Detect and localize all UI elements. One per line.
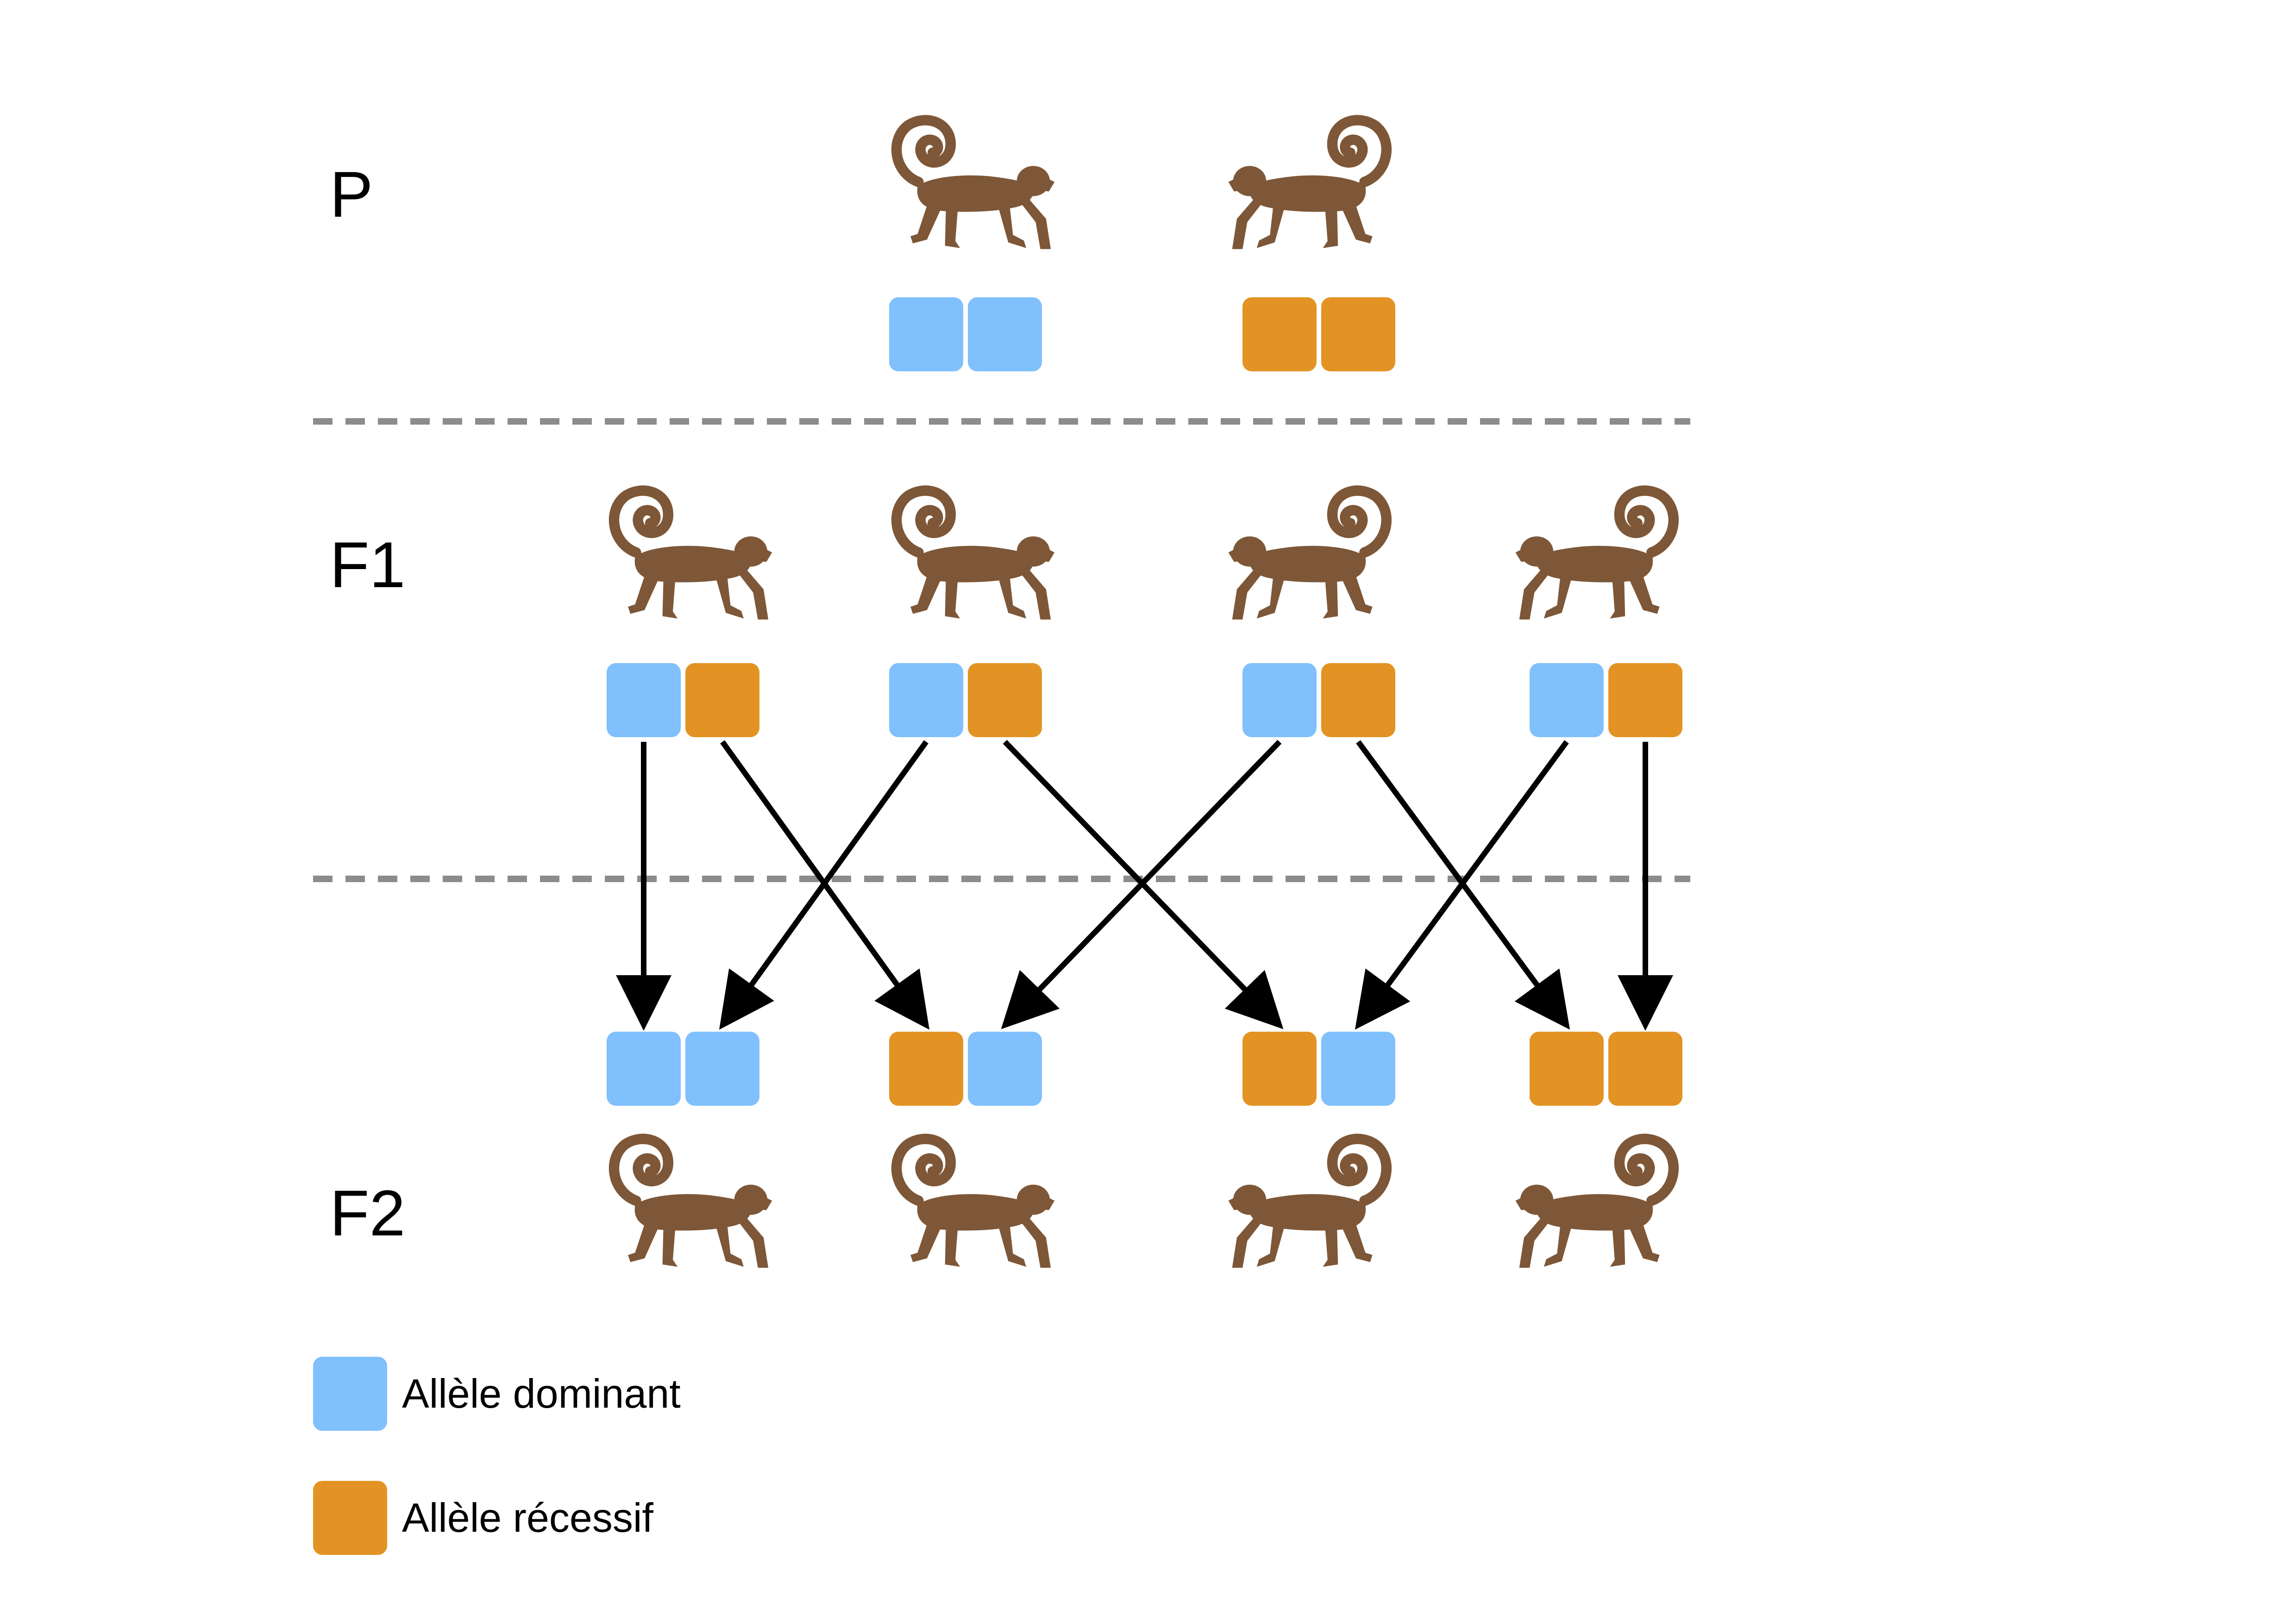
- monkey-icon: [614, 1139, 772, 1267]
- monkey-icon: [614, 490, 772, 619]
- allele-recessive-p-2-2: [1321, 297, 1395, 371]
- monkeys-layer: [614, 120, 1674, 1267]
- allele-dominant-f2-1-1: [607, 1032, 681, 1106]
- allele-dominant-f2-2-2: [968, 1032, 1042, 1106]
- allele-recessive-f1-3-2: [1321, 663, 1395, 737]
- allele-dominant-f2-3-2: [1321, 1032, 1395, 1106]
- inheritance-arrow-7: [1355, 740, 1569, 1030]
- generation-label-p: P: [330, 158, 373, 231]
- generation-label-f1: F1: [330, 528, 405, 601]
- allele-dominant-f1-1-1: [607, 663, 681, 737]
- monkey-icon: [1516, 490, 1674, 619]
- monkey-icon: [897, 120, 1054, 249]
- allele-dominant-p-1-2: [968, 297, 1042, 371]
- allele-dominant-f2-1-2: [685, 1032, 759, 1106]
- legend: Allèle dominant Allèle récessif: [313, 1357, 681, 1555]
- monkey-icon: [1229, 490, 1386, 619]
- monkey-icon: [1229, 1139, 1386, 1267]
- legend-label-dominant: Allèle dominant: [402, 1371, 681, 1416]
- allele-recessive-f2-2-1: [889, 1032, 963, 1106]
- allele-recessive-f1-2-2: [968, 663, 1042, 737]
- monkey-icon: [1229, 120, 1386, 249]
- allele-recessive-p-2-1: [1242, 297, 1317, 371]
- allele-recessive-f2-4-1: [1530, 1032, 1604, 1106]
- inheritance-arrows: [616, 739, 1673, 1031]
- alleles-layer: [607, 297, 1682, 1106]
- allele-dominant-f1-4-1: [1530, 663, 1604, 737]
- monkey-icon: [897, 1139, 1054, 1267]
- inheritance-arrow-3: [719, 740, 928, 1030]
- allele-dominant-f1-3-1: [1242, 663, 1317, 737]
- allele-recessive-f2-4-2: [1608, 1032, 1682, 1106]
- allele-recessive-f1-4-2: [1608, 663, 1682, 737]
- allele-recessive-f1-1-2: [685, 663, 759, 737]
- legend-swatch-dominant: [313, 1357, 387, 1431]
- allele-recessive-f2-3-1: [1242, 1032, 1317, 1106]
- allele-dominant-p-1-1: [889, 297, 963, 371]
- inheritance-arrow-5: [1001, 739, 1282, 1029]
- legend-label-recessive: Allèle récessif: [402, 1495, 653, 1541]
- monkey-icon: [1516, 1139, 1674, 1267]
- allele-dominant-f1-2-1: [889, 663, 963, 737]
- legend-swatch-recessive: [313, 1481, 387, 1555]
- generation-label-f2: F2: [330, 1177, 405, 1249]
- monkey-icon: [897, 490, 1054, 619]
